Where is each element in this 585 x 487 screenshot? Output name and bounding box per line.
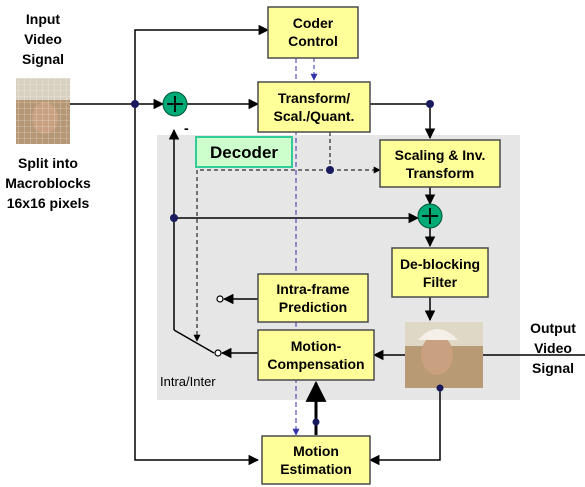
motion-estimation-label-1: Motion — [293, 443, 339, 459]
output-signal-label: Output Video Signal — [530, 320, 576, 376]
intra-inter-switch-label: Intra/Inter — [160, 374, 216, 389]
transform-box: Transform/ Scal./Quant. — [257, 81, 371, 133]
summation-node-2 — [417, 203, 443, 229]
input-label-2: Video — [24, 31, 62, 47]
transform-label-2: Scal./Quant. — [274, 108, 355, 124]
intra-prediction-label-2: Prediction — [279, 299, 347, 315]
input-signal-label: Input Video Signal — [22, 11, 64, 67]
summation-node-1 — [162, 91, 188, 117]
switch-contacts — [214, 295, 224, 357]
input-video-thumbnail — [16, 78, 70, 144]
motion-compensation-label-1: Motion- — [291, 338, 342, 354]
output-video-thumbnail — [405, 322, 483, 388]
motion-estimation-label-2: Estimation — [280, 461, 352, 477]
minus-sign: - — [184, 120, 189, 136]
split-label-1: Split into — [18, 155, 78, 171]
output-label-3: Signal — [532, 360, 574, 376]
scaling-box: Scaling & Inv. Transform — [379, 139, 501, 188]
decoder-label-box: Decoder — [195, 136, 293, 168]
intra-prediction-label-1: Intra-frame — [276, 281, 349, 297]
scaling-label-2: Transform — [406, 165, 474, 181]
split-macroblocks-label: Split into Macroblocks 16x16 pixels — [5, 155, 91, 211]
junction-dots — [131, 100, 444, 426]
connectors — [70, 24, 585, 466]
intra-prediction-box: Intra-frame Prediction — [257, 273, 369, 323]
output-label-2: Video — [534, 340, 572, 356]
decoder-label: Decoder — [210, 143, 278, 162]
motion-compensation-label-2: Compensation — [267, 356, 364, 372]
coder-control-label-1: Coder — [293, 15, 334, 31]
deblocking-box: De-blocking Filter — [391, 247, 489, 298]
coder-control-box: Coder Control — [267, 6, 359, 59]
input-label-1: Input — [26, 11, 61, 27]
output-label-1: Output — [530, 320, 576, 336]
motion-compensation-box: Motion- Compensation — [257, 329, 375, 381]
motion-estimation-box: Motion Estimation — [261, 435, 371, 485]
input-label-3: Signal — [22, 51, 64, 67]
split-label-2: Macroblocks — [5, 175, 91, 191]
coder-control-label-2: Control — [288, 33, 338, 49]
transform-label-1: Transform/ — [278, 90, 350, 106]
deblocking-label-1: De-blocking — [400, 256, 480, 272]
split-label-3: 16x16 pixels — [7, 195, 90, 211]
scaling-label-1: Scaling & Inv. — [395, 147, 486, 163]
deblocking-label-2: Filter — [423, 274, 458, 290]
